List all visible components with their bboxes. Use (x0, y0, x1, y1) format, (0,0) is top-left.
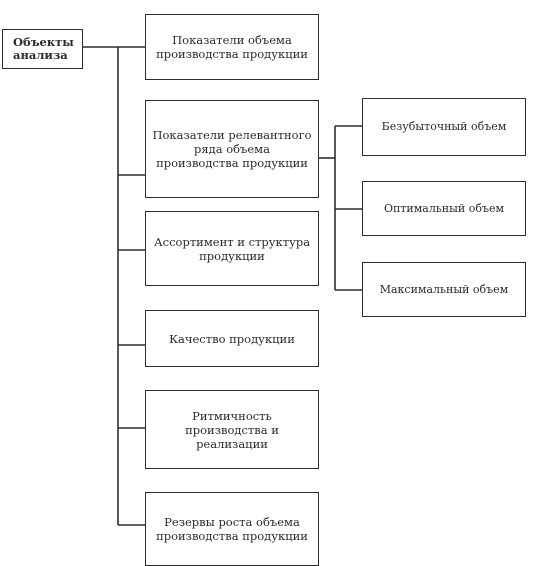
box-relevant-range-label: Показатели релевантного ряда объема прои… (152, 128, 312, 170)
box-production-volume-label: Показатели объема производства продукции (156, 33, 308, 61)
box-optimal-volume-label: Оптимальный объем (383, 201, 505, 215)
box-growth-reserves: Резервы роста объема производства продук… (145, 492, 319, 566)
box-breakeven-volume-label: Безубыточный объем (381, 120, 507, 133)
box-maximum-volume: Максимальный объем (362, 262, 526, 317)
box-production-volume: Показатели объема производства продукции (145, 14, 319, 80)
box-growth-reserves-label: Резервы роста объема производства продук… (156, 515, 308, 543)
box-breakeven-volume: Безубыточный объем (362, 98, 526, 156)
root-box-objects: Объекты анализа (2, 29, 83, 69)
box-rhythm: Ритмичность производства и реализации (145, 390, 319, 469)
box-relevant-range: Показатели релевантного ряда объема прои… (145, 100, 319, 198)
box-assortment-structure-label: Ассортимент и структура продукции (153, 234, 311, 263)
box-maximum-volume-label: Максимальный объем (379, 282, 509, 296)
root-box-label: Объекты анализа (13, 35, 74, 62)
box-quality-label: Качество продукции (169, 331, 295, 346)
box-rhythm-label: Ритмичность производства и реализации (185, 408, 279, 451)
box-quality: Качество продукции (145, 310, 319, 367)
box-assortment-structure: Ассортимент и структура продукции (145, 211, 319, 286)
box-optimal-volume: Оптимальный объем (362, 181, 526, 236)
